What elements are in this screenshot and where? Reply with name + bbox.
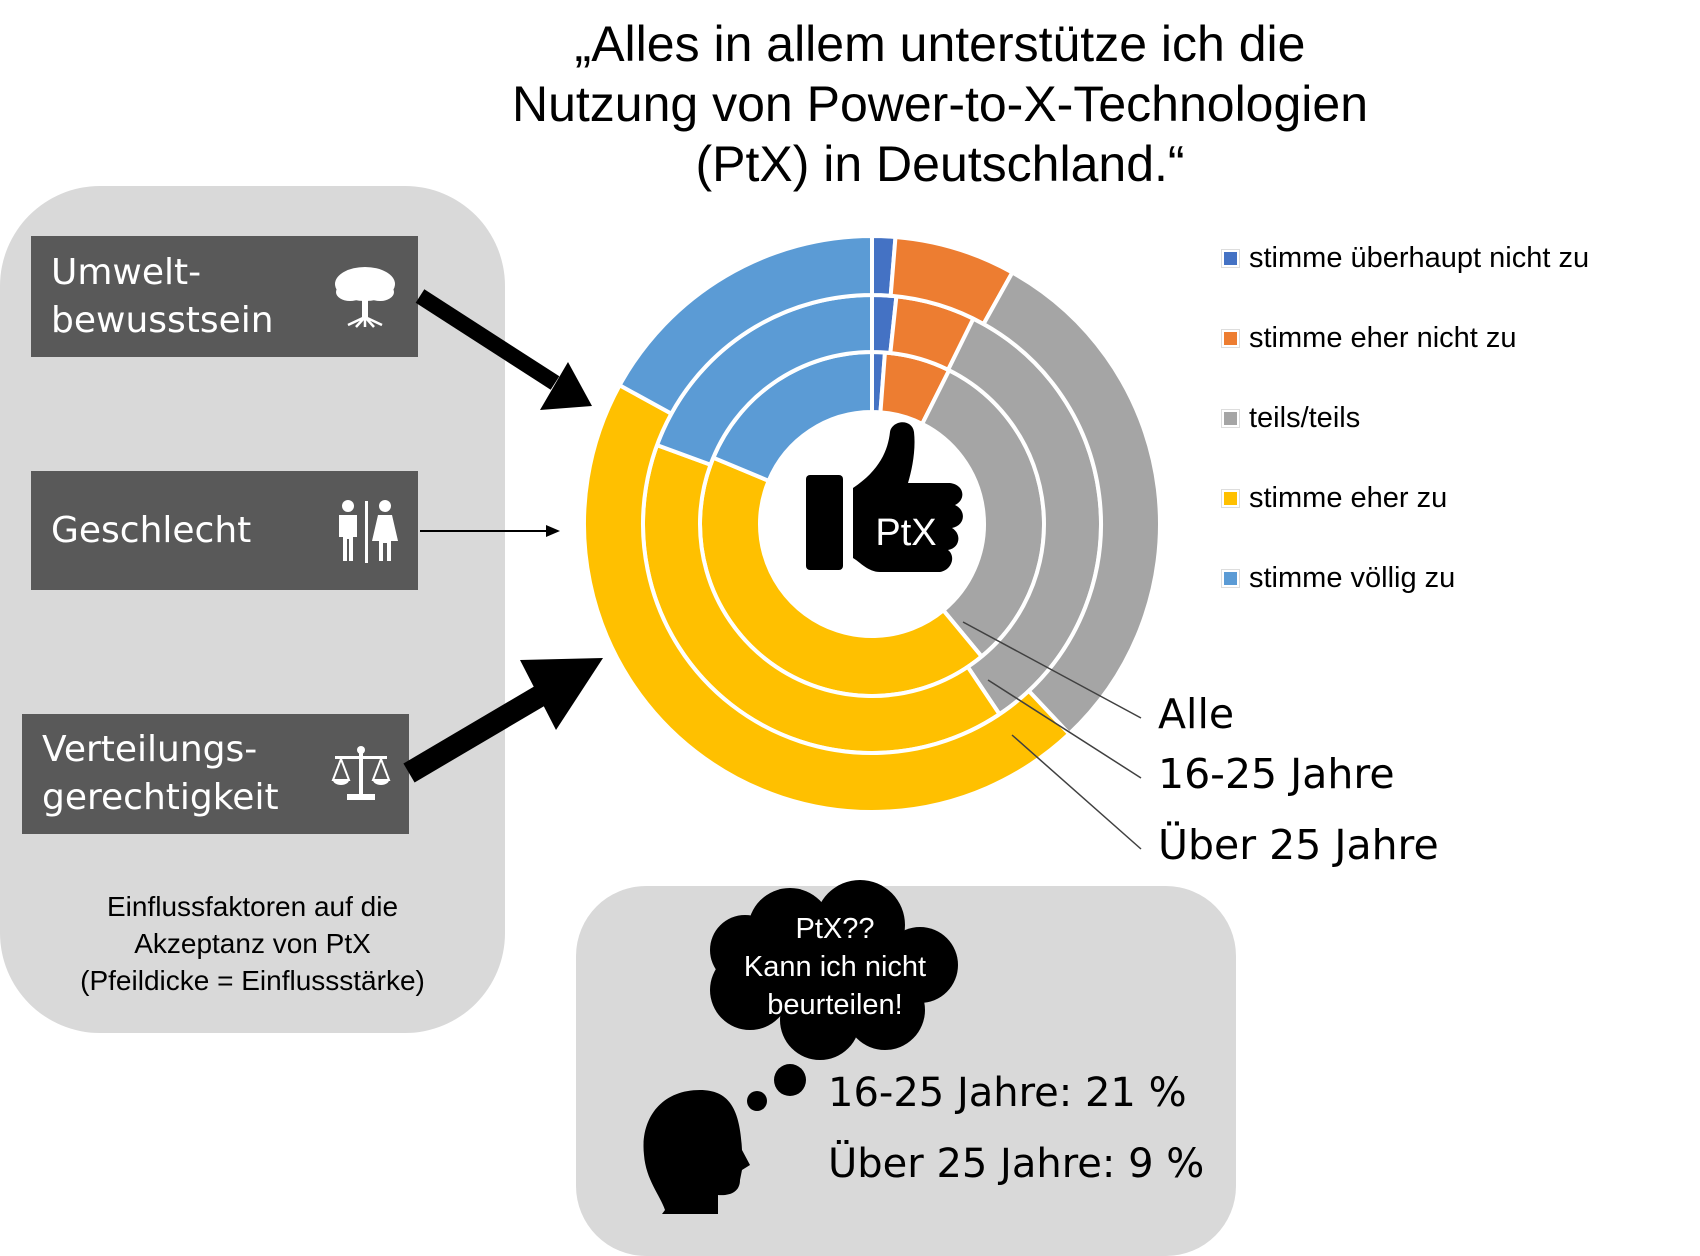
thumbs-up-icon: PtX bbox=[806, 422, 963, 572]
title-line: Nutzung von Power-to-X-Technologien bbox=[511, 76, 1369, 132]
thought-line: PtX?? bbox=[795, 913, 875, 945]
legend-swatch bbox=[1222, 249, 1239, 267]
factor-distributive-justice: Verteilungs-gerechtigkeit bbox=[22, 714, 409, 834]
thought-cloud-icon bbox=[710, 880, 958, 1111]
stat-16-25: 16-25 Jahre: 21 % bbox=[828, 1070, 1187, 1116]
factor-label: Geschlecht bbox=[51, 509, 252, 551]
donut-segment-outer-4 bbox=[616, 233, 874, 417]
legend-label: teils/teils bbox=[1249, 401, 1361, 434]
thought-line: beurteilen! bbox=[767, 989, 903, 1021]
leader-line-16-25 bbox=[987, 679, 1142, 779]
stat-ueber-25: Über 25 Jahre: 9 % bbox=[828, 1141, 1205, 1187]
caption-line: Einflussfaktoren auf die bbox=[106, 891, 399, 922]
legend-label: stimme überhaupt nicht zu bbox=[1249, 241, 1590, 274]
legend-item: stimme eher nicht zu bbox=[1222, 298, 1589, 378]
factors-caption: Einflussfaktoren auf die Akzeptanz von P… bbox=[0, 888, 505, 999]
ring-label-16-25: 16-25 Jahre bbox=[1158, 750, 1395, 798]
arrow-strong-justice bbox=[403, 658, 603, 783]
legend-swatch bbox=[1222, 409, 1239, 427]
factor-label: bewusstsein bbox=[51, 299, 274, 341]
legend-item: teils/teils bbox=[1222, 378, 1589, 458]
legend-swatch bbox=[1222, 569, 1239, 587]
arrow-weak-gender bbox=[420, 525, 560, 537]
leader-line-ueber-25 bbox=[1011, 734, 1142, 850]
legend-label: stimme eher zu bbox=[1249, 481, 1448, 514]
arrow-strong-environment bbox=[415, 289, 592, 410]
legend-swatch bbox=[1222, 489, 1239, 507]
chart-title: „Alles in allem unterstütze ich die Nutz… bbox=[420, 14, 1460, 194]
factor-label: Umwelt- bbox=[51, 251, 202, 293]
donut-chart bbox=[582, 233, 1163, 814]
factor-gender: Geschlecht bbox=[31, 471, 418, 590]
legend-item: stimme eher zu bbox=[1222, 458, 1589, 538]
legend-item: stimme überhaupt nicht zu bbox=[1222, 218, 1589, 298]
legend-label: stimme völlig zu bbox=[1249, 561, 1456, 594]
thought-line: Kann ich nicht bbox=[743, 951, 927, 983]
people-icon bbox=[339, 499, 398, 563]
leader-line-alle bbox=[962, 621, 1142, 719]
ring-label-alle: Alle bbox=[1158, 690, 1235, 738]
legend-swatch bbox=[1222, 329, 1239, 347]
factor-label: Verteilungs- bbox=[42, 729, 258, 770]
caption-line: Akzeptanz von PtX bbox=[134, 928, 371, 959]
legend-item: stimme völlig zu bbox=[1222, 538, 1589, 618]
factor-label: gerechtigkeit bbox=[42, 777, 279, 818]
tree-icon bbox=[335, 266, 395, 328]
head-silhouette-icon bbox=[643, 1090, 750, 1214]
factor-environmental-awareness: Umwelt-bewusstsein bbox=[31, 236, 418, 357]
title-line: (PtX) in Deutschland.“ bbox=[695, 136, 1185, 192]
thought-text: PtX?? Kann ich nicht beurteilen! bbox=[700, 910, 970, 1024]
title-line: „Alles in allem unterstütze ich die bbox=[574, 16, 1306, 72]
caption-line: (Pfeildicke = Einflussstärke) bbox=[80, 965, 425, 996]
scales-icon bbox=[331, 746, 391, 800]
ring-label-ueber-25: Über 25 Jahre bbox=[1158, 821, 1439, 869]
chart-legend: stimme überhaupt nicht zu stimme eher ni… bbox=[1222, 218, 1589, 618]
donut-segment-outer-3 bbox=[582, 382, 1072, 814]
center-label: PtX bbox=[875, 512, 936, 554]
legend-label: stimme eher nicht zu bbox=[1249, 321, 1517, 354]
